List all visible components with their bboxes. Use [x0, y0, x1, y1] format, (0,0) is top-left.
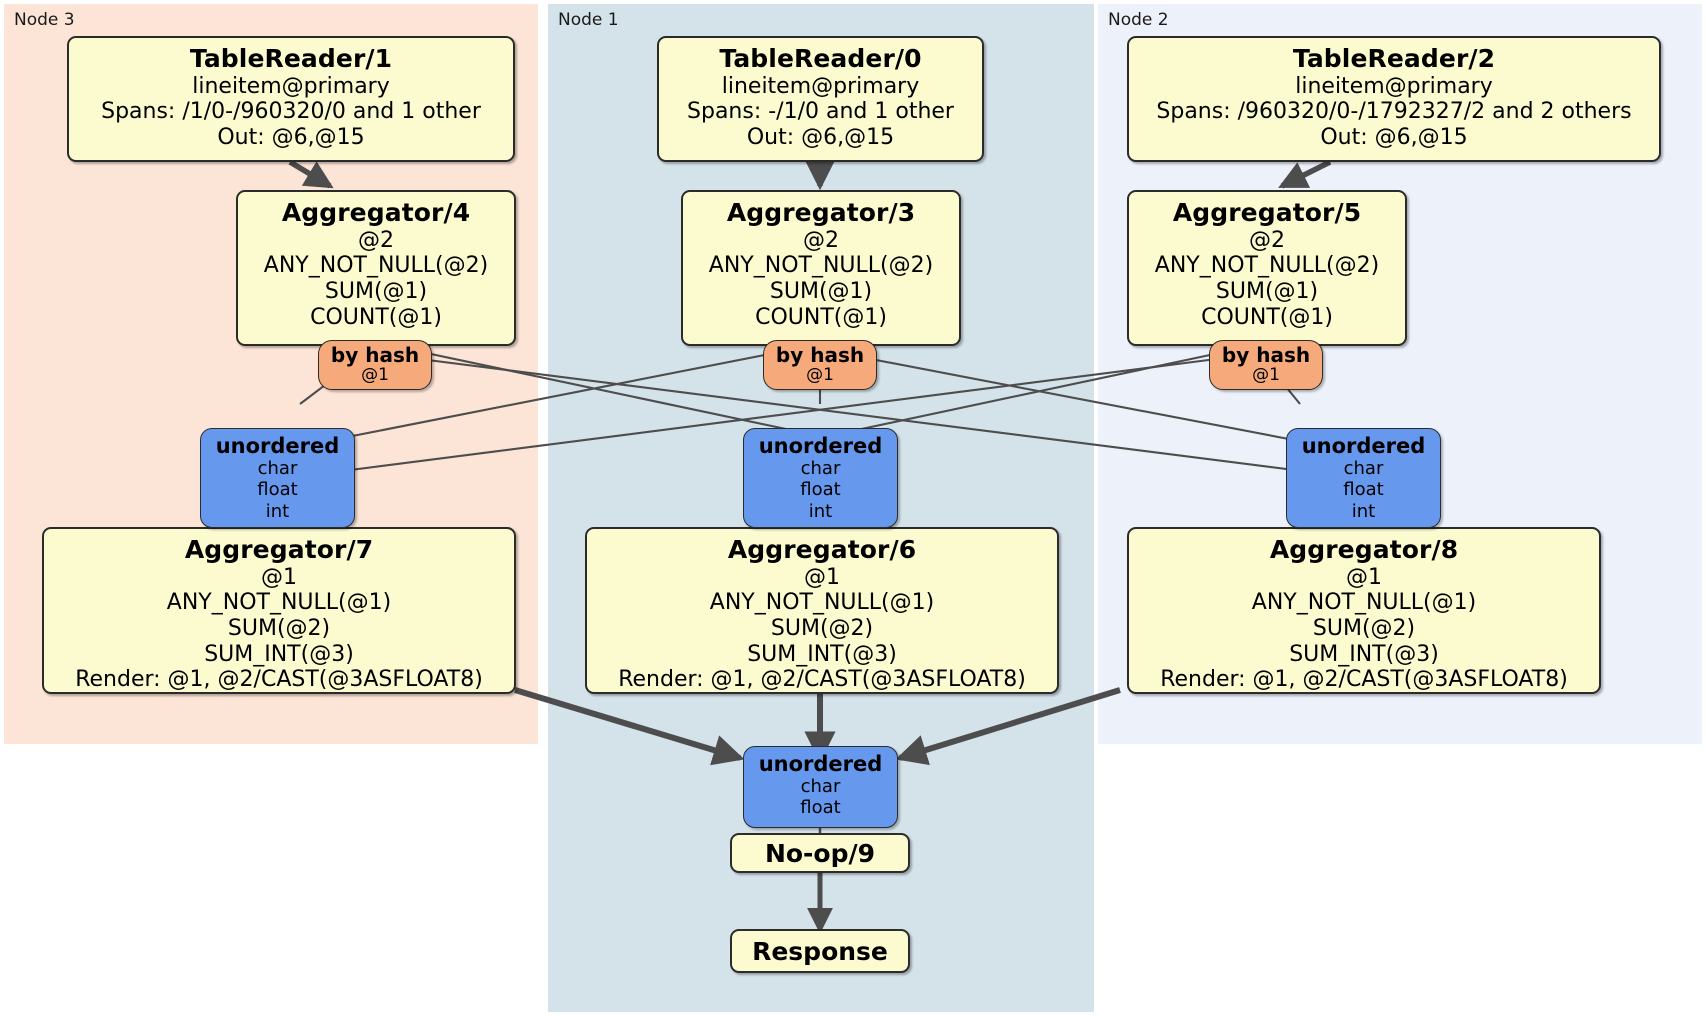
- processor-title: TableReader/2: [1292, 44, 1496, 73]
- router-byhash-center[interactable]: by hash @1: [763, 340, 877, 390]
- synchronizer-type-0: char: [257, 458, 298, 480]
- processor-title: Aggregator/6: [727, 535, 917, 564]
- processor-title: TableReader/0: [719, 44, 922, 73]
- processor-detail-groupcol: @1: [261, 564, 297, 590]
- processor-tablereader2[interactable]: TableReader/2 lineitem@primary Spans: /9…: [1127, 36, 1661, 162]
- node-region-label-node3: Node 3: [14, 10, 75, 30]
- processor-title: No-op/9: [764, 838, 876, 868]
- processor-detail-agg2: SUM(@1): [769, 278, 873, 304]
- node-region-label-node1: Node 1: [558, 10, 619, 30]
- router-hashcol: @1: [806, 365, 834, 385]
- processor-detail-agg2: SUM(@2): [227, 615, 331, 641]
- processor-aggregator4[interactable]: Aggregator/4 @2 ANY_NOT_NULL(@2) SUM(@1)…: [236, 190, 516, 346]
- router-hashcol: @1: [361, 365, 389, 385]
- processor-detail-agg3: SUM_INT(@3): [1289, 641, 1439, 667]
- synchronizer-type-1: float: [800, 797, 841, 819]
- processor-detail-table: lineitem@primary: [192, 73, 390, 99]
- processor-title: Aggregator/7: [184, 535, 374, 564]
- processor-detail-spans: Spans: /960320/0-/1792327/2 and 2 others: [1156, 99, 1632, 125]
- synchronizer-unordered-left[interactable]: unordered char float int: [200, 428, 355, 528]
- processor-detail-agg3: SUM_INT(@3): [204, 641, 354, 667]
- processor-detail-groupcol: @2: [358, 227, 394, 253]
- processor-detail-groupcol: @1: [1346, 564, 1382, 590]
- processor-detail-groupcol: @2: [1249, 227, 1285, 253]
- processor-detail-agg2: SUM(@1): [1215, 278, 1319, 304]
- processor-detail-agg1: ANY_NOT_NULL(@1): [166, 590, 392, 616]
- synchronizer-title: unordered: [215, 434, 340, 458]
- processor-detail-agg1: ANY_NOT_NULL(@2): [1154, 253, 1380, 279]
- synchronizer-type-0: char: [1343, 458, 1384, 480]
- processor-aggregator5[interactable]: Aggregator/5 @2 ANY_NOT_NULL(@2) SUM(@1)…: [1127, 190, 1407, 346]
- processor-detail-spans: Spans: -/1/0 and 1 other: [687, 99, 954, 125]
- router-hashcol: @1: [1252, 365, 1280, 385]
- router-byhash-right[interactable]: by hash @1: [1209, 340, 1323, 390]
- synchronizer-unordered-final[interactable]: unordered char float: [743, 746, 898, 828]
- processor-title: Response: [752, 936, 888, 966]
- synchronizer-type-1: float: [800, 479, 841, 501]
- node-region-label-node2: Node 2: [1108, 10, 1169, 30]
- processor-detail-agg3: COUNT(@1): [755, 304, 887, 330]
- processor-detail-groupcol: @1: [804, 564, 840, 590]
- router-title: by hash: [1221, 343, 1311, 367]
- processor-tablereader1[interactable]: TableReader/1 lineitem@primary Spans: /1…: [67, 36, 515, 162]
- processor-detail-render: Render: @1, @2/CAST(@3ASFLOAT8): [1160, 667, 1568, 693]
- processor-detail-spans: Spans: /1/0-/960320/0 and 1 other: [101, 99, 481, 125]
- processor-detail-agg2: SUM(@1): [324, 278, 428, 304]
- processor-detail-agg2: SUM(@2): [1312, 615, 1416, 641]
- router-byhash-left[interactable]: by hash @1: [318, 340, 432, 390]
- processor-aggregator6[interactable]: Aggregator/6 @1 ANY_NOT_NULL(@1) SUM(@2)…: [585, 527, 1059, 694]
- processor-title: Aggregator/8: [1269, 535, 1459, 564]
- processor-detail-agg3: COUNT(@1): [310, 304, 442, 330]
- processor-detail-table: lineitem@primary: [1295, 73, 1493, 99]
- router-title: by hash: [330, 343, 420, 367]
- processor-noop[interactable]: No-op/9: [730, 833, 910, 873]
- processor-detail-render: Render: @1, @2/CAST(@3ASFLOAT8): [618, 667, 1026, 693]
- synchronizer-type-1: float: [257, 479, 298, 501]
- processor-detail-table: lineitem@primary: [721, 73, 920, 99]
- processor-aggregator7[interactable]: Aggregator/7 @1 ANY_NOT_NULL(@1) SUM(@2)…: [42, 527, 516, 694]
- processor-detail-groupcol: @2: [803, 227, 839, 253]
- processor-tablereader0[interactable]: TableReader/0 lineitem@primary Spans: -/…: [657, 36, 984, 162]
- processor-detail-out: Out: @6,@15: [746, 124, 895, 150]
- processor-title: Aggregator/3: [726, 198, 916, 227]
- processor-detail-out: Out: @6,@15: [1320, 124, 1468, 150]
- processor-aggregator3[interactable]: Aggregator/3 @2 ANY_NOT_NULL(@2) SUM(@1)…: [681, 190, 961, 346]
- processor-title: Aggregator/4: [281, 198, 471, 227]
- processor-response[interactable]: Response: [730, 929, 910, 973]
- synchronizer-type-1: float: [1343, 479, 1384, 501]
- processor-detail-agg3: COUNT(@1): [1201, 304, 1333, 330]
- processor-aggregator8[interactable]: Aggregator/8 @1 ANY_NOT_NULL(@1) SUM(@2)…: [1127, 527, 1601, 694]
- synchronizer-type-2: int: [808, 500, 833, 522]
- synchronizer-type-2: int: [265, 500, 290, 522]
- processor-detail-render: Render: @1, @2/CAST(@3ASFLOAT8): [75, 667, 483, 693]
- processor-detail-agg1: ANY_NOT_NULL(@1): [1251, 590, 1477, 616]
- synchronizer-unordered-right[interactable]: unordered char float int: [1286, 428, 1441, 528]
- synchronizer-type-0: char: [800, 458, 841, 480]
- processor-detail-agg1: ANY_NOT_NULL(@1): [709, 590, 935, 616]
- processor-title: TableReader/1: [189, 44, 393, 73]
- synchronizer-title: unordered: [758, 434, 883, 458]
- router-title: by hash: [775, 343, 865, 367]
- processor-detail-out: Out: @6,@15: [217, 124, 365, 150]
- synchronizer-title: unordered: [1301, 434, 1426, 458]
- processor-title: Aggregator/5: [1172, 198, 1362, 227]
- processor-detail-agg2: SUM(@2): [770, 615, 874, 641]
- synchronizer-type-2: int: [1351, 500, 1376, 522]
- synchronizer-unordered-center[interactable]: unordered char float int: [743, 428, 898, 528]
- processor-detail-agg1: ANY_NOT_NULL(@2): [708, 253, 934, 279]
- processor-detail-agg3: SUM_INT(@3): [747, 641, 897, 667]
- synchronizer-title: unordered: [758, 752, 883, 776]
- processor-detail-agg1: ANY_NOT_NULL(@2): [263, 253, 489, 279]
- synchronizer-type-0: char: [800, 776, 841, 798]
